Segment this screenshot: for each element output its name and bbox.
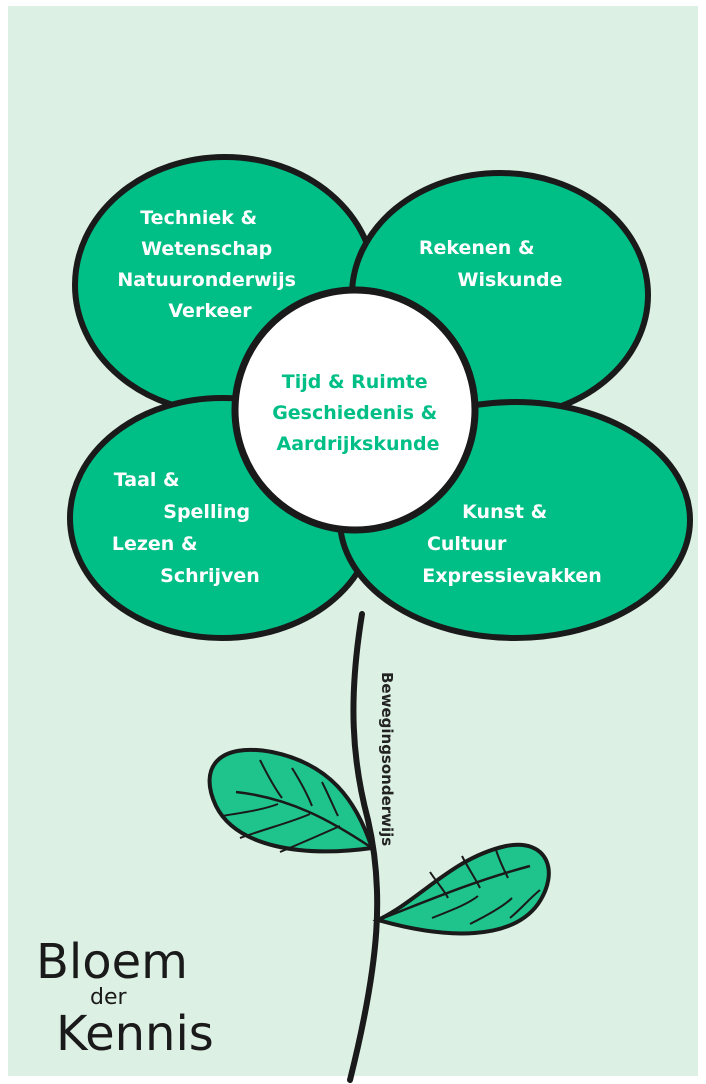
center-line-2: Geschiedenis & — [272, 402, 437, 424]
center-line-3: Aardrijkskunde — [276, 433, 439, 455]
petal-text-top-right: Rekenen & Wiskunde — [419, 237, 563, 291]
petal-tl-line-4: Verkeer — [168, 300, 252, 322]
petal-br-line-2: Cultuur — [427, 533, 507, 555]
title-line-3: Kennis — [56, 1006, 214, 1062]
petal-bl-line-1: Taal & — [114, 469, 180, 491]
petal-tr-line-2: Wiskunde — [458, 269, 563, 291]
leaf-left — [207, 747, 375, 854]
petal-text-top-left: Techniek & Wetenschap Natuuronderwijs Ve… — [117, 207, 302, 322]
petal-bl-line-4: Schrijven — [160, 565, 260, 587]
petal-text-bottom-right: Kunst & Cultuur Expressievakken — [422, 501, 602, 587]
stem — [347, 611, 381, 1083]
petal-br-line-1: Kunst & — [462, 501, 547, 523]
petal-br-line-3: Expressievakken — [422, 565, 602, 587]
center-circle — [231, 286, 479, 534]
petal-tr-line-1: Rekenen & — [419, 237, 535, 259]
stem-label: Bewegingsonderwijs — [378, 672, 396, 846]
petal-tl-line-2: Wetenschap — [141, 238, 272, 260]
petal-bl-line-3: Lezen & — [112, 533, 198, 555]
petal-tl-line-1: Techniek & — [140, 207, 257, 229]
title-line-1: Bloem — [36, 934, 188, 990]
center-text: Tijd & Ruimte Geschiedenis & Aardrijksku… — [272, 371, 444, 455]
title-line-2: der — [90, 985, 128, 1010]
petal-text-bottom-left: Taal & Spelling Lezen & Schrijven — [112, 469, 260, 587]
petal-bl-line-2: Spelling — [163, 501, 250, 523]
leaf-right — [372, 842, 551, 936]
center-line-1: Tijd & Ruimte — [282, 371, 428, 393]
petal-tl-line-3: Natuuronderwijs — [117, 269, 296, 291]
